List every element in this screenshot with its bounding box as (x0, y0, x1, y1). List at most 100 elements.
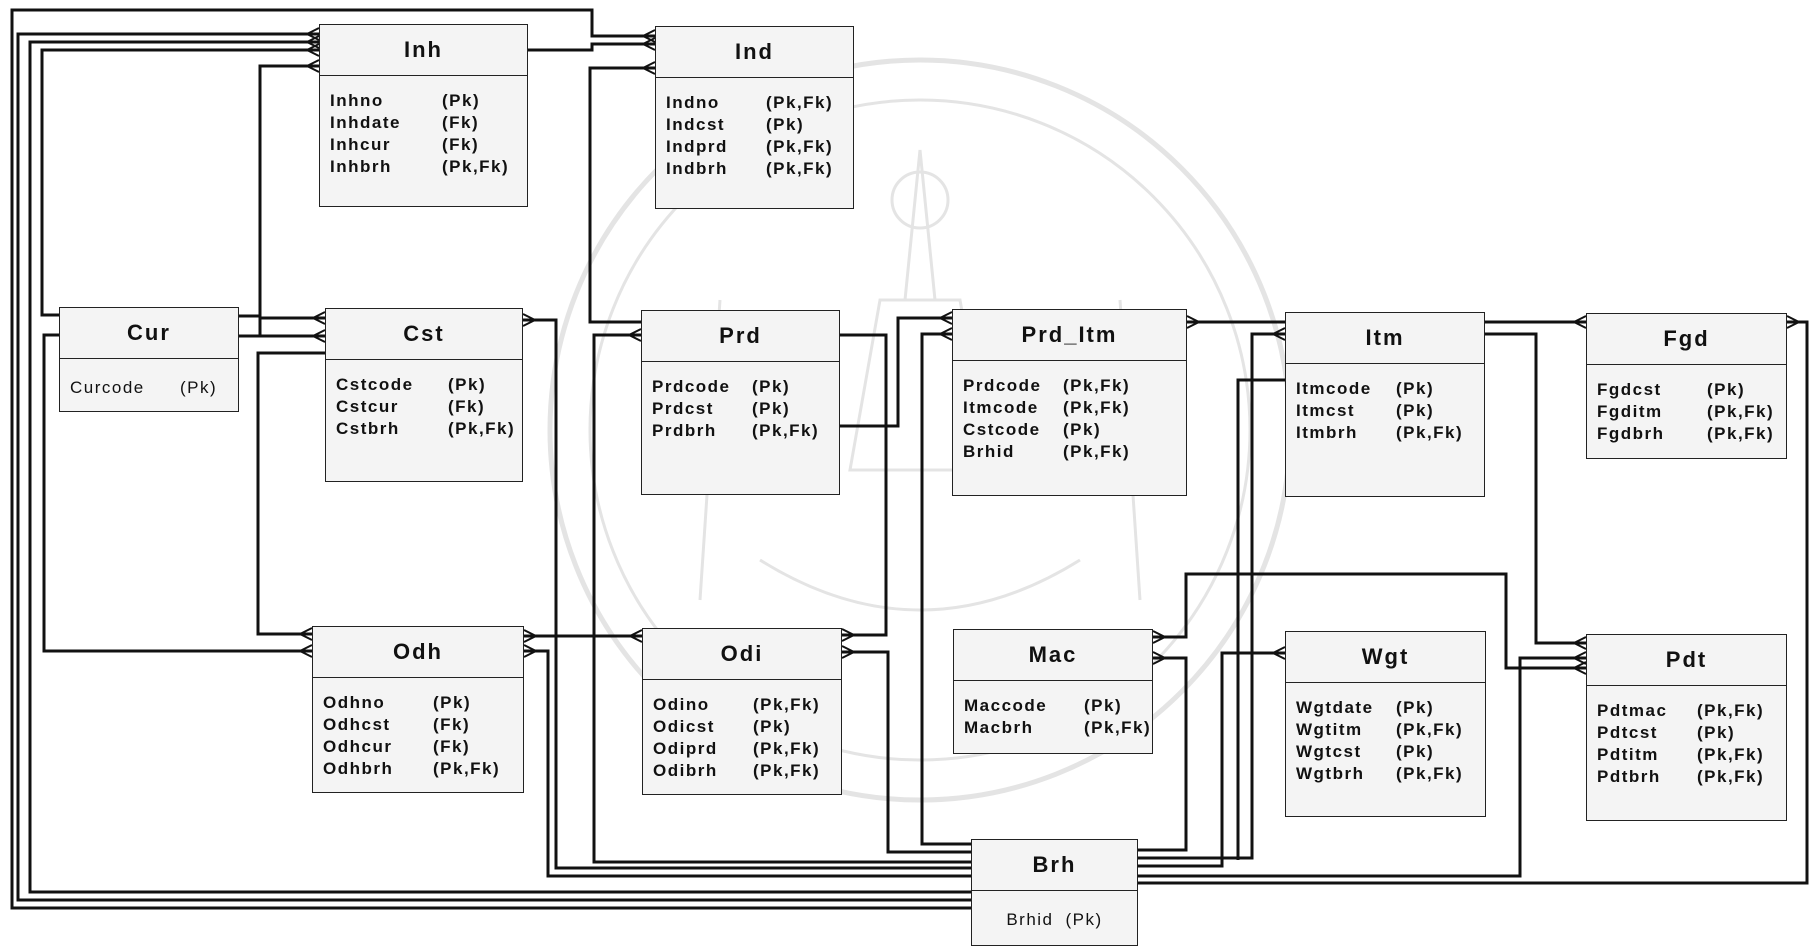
attribute-row: Fgdcst(Pk) (1597, 379, 1786, 401)
attribute-list: Inhno(Pk)Inhdate(Fk)Inhcur(Fk)Inhbrh(Pk,… (320, 76, 527, 178)
attribute-name: Wgtcst (1296, 742, 1362, 761)
crows-foot-marker (306, 59, 320, 73)
attribute-name: Indcst (666, 115, 726, 134)
line-brh-prd (592, 333, 971, 864)
attribute-key: (Fk) (442, 135, 480, 154)
crows-foot-marker (1786, 315, 1800, 329)
line-brh-itm (1138, 332, 1285, 860)
line-brh-pdt (1138, 656, 1586, 878)
entity-title: Brh (972, 840, 1137, 891)
attribute-row: Cstcode(Pk) (336, 374, 522, 396)
attribute-list: Brhid (Pk) (972, 891, 1137, 931)
line-brh-wgt (1138, 651, 1285, 868)
attribute-row: Odibrh(Pk,Fk) (653, 760, 841, 782)
attribute-row: Inhbrh (Pk,Fk) (330, 156, 527, 178)
attribute-row: Cstcode(Pk) (963, 419, 1186, 441)
attribute-list: Prdcode(Pk)Prdcst(Pk)Prdbrh(Pk,Fk) (642, 362, 839, 442)
attribute-name: Odiprd (653, 739, 718, 758)
line-itm-wgt (1236, 378, 1285, 860)
attribute-key: (Fk) (433, 737, 471, 756)
line-cur-inh-2 (40, 48, 319, 317)
crows-foot-marker (1152, 630, 1166, 644)
crows-foot-marker (299, 644, 313, 658)
attribute-name: Odino (653, 695, 710, 714)
attribute-list: Odino(Pk,Fk)Odicst(Pk)Odiprd(Pk,Fk)Odibr… (643, 680, 841, 782)
attribute-name: Odicst (653, 717, 715, 736)
attribute-key: (Pk,Fk) (752, 421, 820, 440)
attribute-name: Odhcst (323, 715, 391, 734)
attribute-key: (Pk,Fk) (753, 695, 821, 714)
crows-foot-marker (628, 328, 642, 342)
attribute-key: (Pk,Fk) (1396, 764, 1464, 783)
entity-title: Pdt (1587, 635, 1786, 686)
attribute-key: (Pk,Fk) (442, 157, 510, 176)
attribute-key: (Pk,Fk) (753, 761, 821, 780)
attribute-row: Maccode(Pk) (964, 695, 1152, 717)
attribute-key: (Fk) (448, 397, 486, 416)
attribute-name: Prdbrh (652, 421, 717, 440)
attribute-name: Itmbrh (1296, 423, 1358, 442)
attribute-row: Wgtcst(Pk) (1296, 741, 1485, 763)
attribute-row: Pdtmac(Pk,Fk) (1597, 700, 1786, 722)
crows-foot-marker (523, 644, 537, 658)
attribute-name: Brhid (1006, 910, 1054, 929)
attribute-row: Wgtdate(Pk) (1296, 697, 1485, 719)
attribute-row: Itmcode(Pk) (1296, 378, 1484, 400)
attribute-row: Fgditm(Pk,Fk) (1597, 401, 1786, 423)
attribute-row: Odhcst(Fk) (323, 714, 523, 736)
attribute-row: Indprd(Pk,Fk) (666, 136, 853, 158)
crows-foot-marker (629, 629, 643, 643)
attribute-row: Odhno(Pk) (323, 692, 523, 714)
line-inh-ind (528, 42, 655, 52)
attribute-name: Wgtitm (1296, 720, 1363, 739)
attribute-key: (Pk,Fk) (1396, 720, 1464, 739)
crows-foot-marker (523, 629, 537, 643)
attribute-key: (Pk,Fk) (753, 739, 821, 758)
attribute-list: Odhno(Pk)Odhcst(Fk)Odhcur(Fk)Odhbrh(Pk,F… (313, 678, 523, 780)
attribute-key: (Pk,Fk) (1396, 423, 1464, 442)
attribute-row: Indbrh(Pk,Fk) (666, 158, 853, 180)
line-cur-odh (42, 333, 312, 653)
attribute-name: Cstbrh (336, 419, 400, 438)
crows-foot-marker (1573, 661, 1587, 675)
line-brh-inh (16, 32, 971, 902)
attribute-row: Indno(Pk,Fk) (666, 92, 853, 114)
line-mac-pdt (1153, 572, 1586, 670)
attribute-row: Fgdbrh(Pk,Fk) (1597, 423, 1786, 445)
attribute-row: Cstbrh (Pk,Fk) (336, 418, 522, 440)
attribute-row: Odhbrh(Pk,Fk) (323, 758, 523, 780)
attribute-row: Prdcode(Pk) (652, 376, 839, 398)
attribute-key: (Pk,Fk) (448, 419, 516, 438)
attribute-name: Inhbrh (330, 157, 392, 176)
attribute-name: Fgdbrh (1597, 424, 1665, 443)
attribute-name: Macbrh (964, 718, 1034, 737)
entity-title: Odh (313, 627, 523, 678)
attribute-key: (Pk,Fk) (1084, 718, 1152, 737)
line-itm-pdt (1485, 332, 1586, 645)
attribute-key: (Pk) (1697, 723, 1736, 742)
attribute-key: (Fk) (442, 113, 480, 132)
attribute-key: (Pk) (442, 91, 481, 110)
attribute-row: Cstcur(Fk) (336, 396, 522, 418)
attribute-key: (Pk) (1065, 910, 1103, 929)
attribute-key: (Pk) (1084, 696, 1123, 715)
attribute-name: Pdtmac (1597, 701, 1668, 720)
attribute-row: Odhcur(Fk) (323, 736, 523, 758)
attribute-name: Curcode (70, 378, 145, 397)
crows-foot-marker (1272, 327, 1286, 341)
attribute-list: Maccode(Pk)Macbrh (Pk,Fk) (954, 681, 1152, 739)
crows-foot-marker (841, 628, 855, 642)
attribute-key: (Pk,Fk) (433, 759, 501, 778)
attribute-name: Pdtitm (1597, 745, 1659, 764)
line-brh-mac (1138, 656, 1188, 852)
attribute-row: Brhid(Pk,Fk) (963, 441, 1186, 463)
